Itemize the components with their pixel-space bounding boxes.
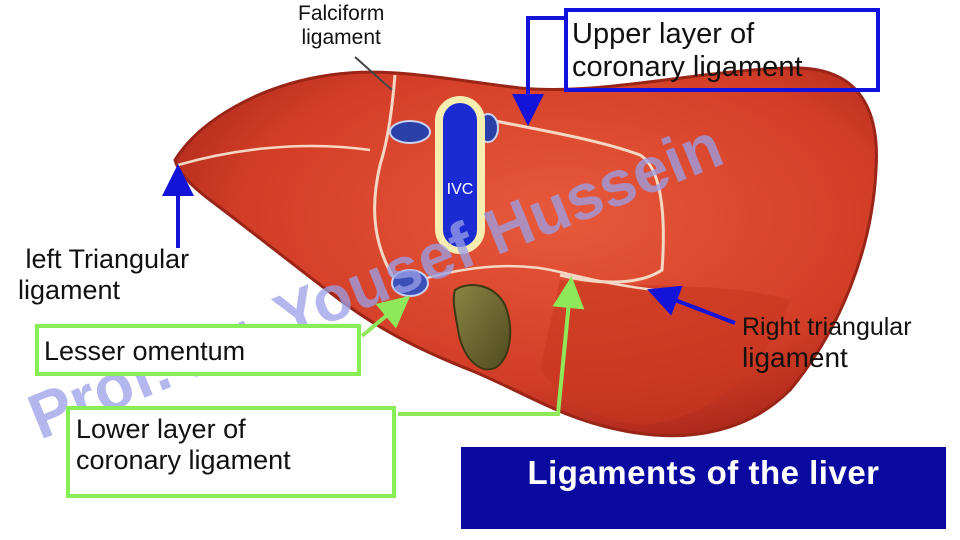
right-triangular-ligament-label: Right triangular ligament xyxy=(742,313,912,373)
lower-coronary-arrow xyxy=(398,276,585,416)
lower-coronary-box xyxy=(66,406,396,498)
upper-coronary-arrow xyxy=(512,16,564,126)
slide-title: Ligaments of the liver xyxy=(527,454,880,491)
falciform-ligament-line xyxy=(373,74,397,281)
lesser-omentum-label: Lesser omentum xyxy=(44,336,246,366)
right-lobe-shadow xyxy=(540,280,790,425)
right-triangular-arrow xyxy=(647,285,736,325)
lower-coronary-ligament-line xyxy=(419,264,681,294)
left-triangular-ligament-label: left Triangular ligament xyxy=(18,244,190,306)
lesser-omentum-arrow xyxy=(360,295,411,338)
ivc-label: IVC xyxy=(447,181,474,198)
title-banner xyxy=(461,447,946,529)
upper-coronary-ligament-line xyxy=(479,116,665,284)
gallbladder xyxy=(452,284,512,371)
upper-coronary-ligament-label: Upper layer of coronary ligament xyxy=(572,18,803,84)
upper-coronary-box xyxy=(564,8,880,92)
lower-coronary-ligament-label: Lower layer of coronary ligament xyxy=(76,414,291,476)
falciform-ligament-label: Falciform ligament xyxy=(298,2,385,50)
ivc-shape xyxy=(443,103,477,247)
falciform-pointer xyxy=(354,56,393,91)
left-triangular-ligament-line xyxy=(177,144,371,167)
hepatic-vein-left xyxy=(389,120,431,144)
lesser-omentum-box xyxy=(35,324,361,376)
